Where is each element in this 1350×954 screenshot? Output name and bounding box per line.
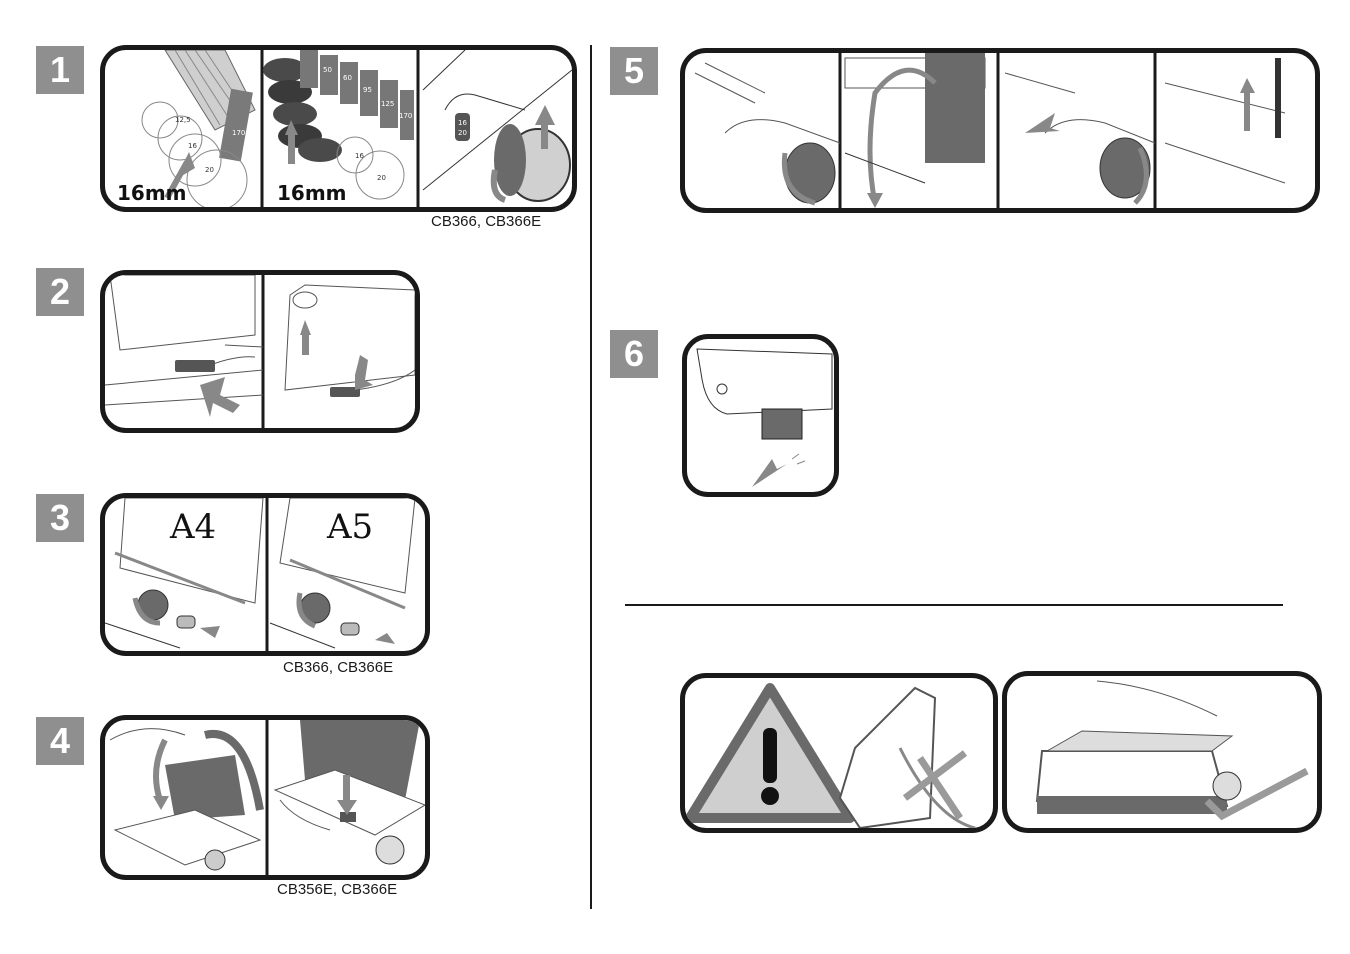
wrong-handling-panel [680, 673, 998, 833]
step-2-panel [100, 270, 420, 433]
gauge-value: 170 [399, 112, 412, 120]
step-1-caption: CB366, CB366E [431, 213, 542, 230]
step-3-illustration: A4 A5 [105, 498, 416, 651]
step-5-illustration [694, 53, 1286, 208]
paper-size-a4: A4 [169, 507, 216, 547]
step-2-illustration [105, 275, 415, 428]
step-6-illustration [696, 348, 833, 487]
check-mark-icon [1204, 767, 1309, 821]
gauge-value: 20 [205, 166, 214, 174]
center-divider [590, 45, 592, 909]
step-4-badge: 4 [36, 717, 84, 765]
gauge-value: 20 [377, 174, 386, 182]
binding-comb-illustration [263, 58, 342, 162]
step-6-panel [682, 334, 839, 497]
correct-handling-illustration [1035, 680, 1309, 821]
gauge-value: 50 [323, 66, 332, 74]
waste-tray [761, 408, 803, 440]
step-4-illustration [109, 720, 425, 875]
gauge-value: 170 [232, 129, 245, 137]
step-2-badge: 2 [36, 268, 84, 316]
paper-size-a5: A5 [326, 507, 373, 547]
step-3-badge: 3 [36, 494, 84, 542]
step-4-caption: CB356E, CB366E [277, 881, 398, 898]
step-6-badge: 6 [610, 330, 658, 378]
size-label-16mm: 16mm [117, 181, 187, 205]
gauge-value: 125 [381, 100, 394, 108]
gauge-value: 60 [343, 74, 352, 82]
dial-value: 16 [458, 119, 467, 127]
step-5-panel [680, 48, 1320, 213]
wrong-handling-illustration [685, 683, 976, 828]
correct-handling-panel [1002, 671, 1322, 833]
dial-indicator [455, 113, 470, 141]
gauge-value: 95 [363, 86, 372, 94]
section-rule [625, 604, 1283, 606]
dial-value: 20 [458, 129, 467, 137]
gauge-value: 16 [188, 142, 197, 150]
step-3-panel: A4 A5 [100, 493, 430, 656]
step-1-panel: 12,5 16 20 170 16mm 50 60 95 125 170 16 … [100, 45, 577, 212]
step-5-badge: 5 [610, 47, 658, 95]
gauge-value: 16 [355, 152, 364, 160]
step-1-badge: 1 [36, 46, 84, 94]
step-3-caption: CB366, CB366E [283, 659, 394, 676]
gauge-value: 12,5 [175, 116, 191, 124]
step-1-illustration: 12,5 16 20 170 16mm 50 60 95 125 170 16 … [117, 50, 572, 207]
size-label-16mm: 16mm [277, 181, 347, 205]
step-4-panel [100, 715, 430, 880]
